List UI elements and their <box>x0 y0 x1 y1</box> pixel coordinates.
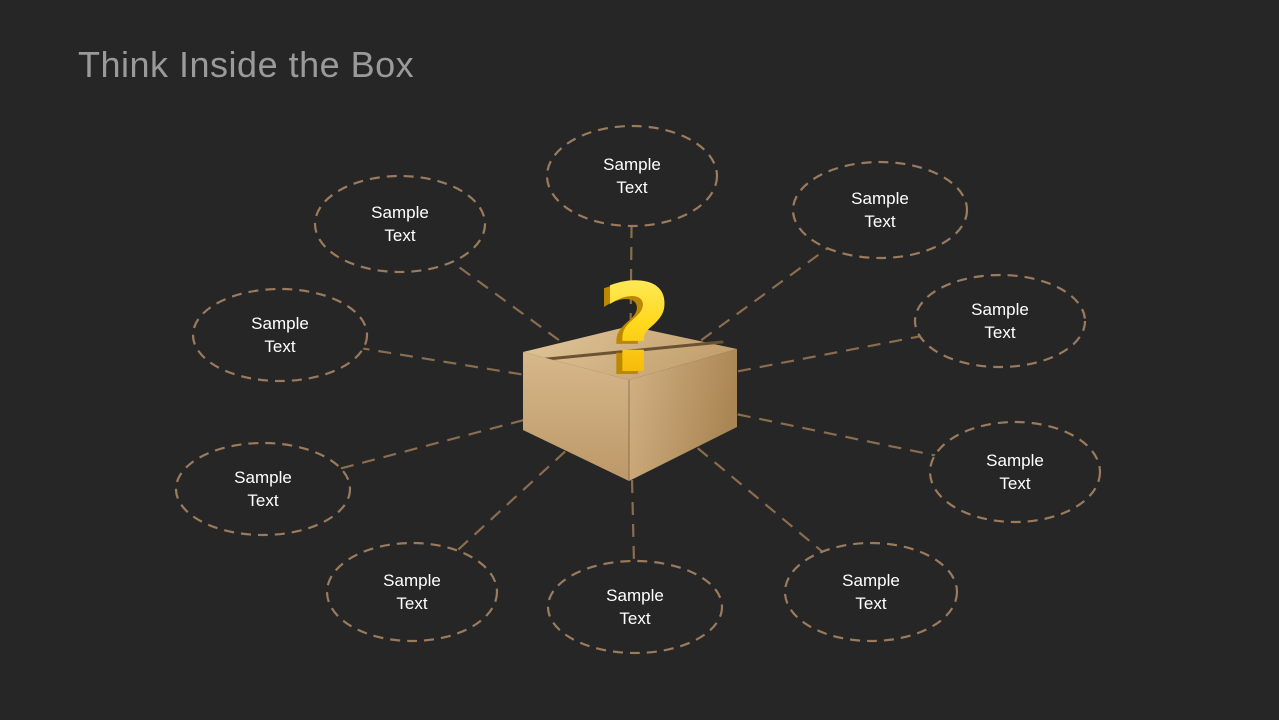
node-ellipse-upper-right <box>791 160 969 260</box>
box-left-face <box>523 352 629 481</box>
question-mark-face: ? <box>602 258 673 400</box>
question-mark-extrusion: ? <box>596 261 667 403</box>
cardboard-box <box>523 326 737 481</box>
node-ellipse-bottom-center <box>546 559 724 655</box>
node-ellipse-right <box>913 273 1087 369</box>
slide-title: Think Inside the Box <box>78 44 415 85</box>
node-ellipse-bottom-left <box>325 541 499 643</box>
box-slot <box>535 340 724 362</box>
node-ellipse-lower-left <box>174 441 352 537</box>
node-ellipse-lower-right <box>928 420 1102 524</box>
node-ellipse-bottom-right <box>783 541 959 643</box>
question-mark-icon: ? ? <box>596 258 673 403</box>
box-right-face <box>629 349 737 481</box>
node-ellipses <box>174 124 1102 655</box>
node-ellipse-top <box>545 124 719 228</box>
node-ellipse-left <box>191 287 369 383</box>
box-top-face <box>523 326 737 380</box>
node-ellipse-upper-left <box>313 174 487 274</box>
